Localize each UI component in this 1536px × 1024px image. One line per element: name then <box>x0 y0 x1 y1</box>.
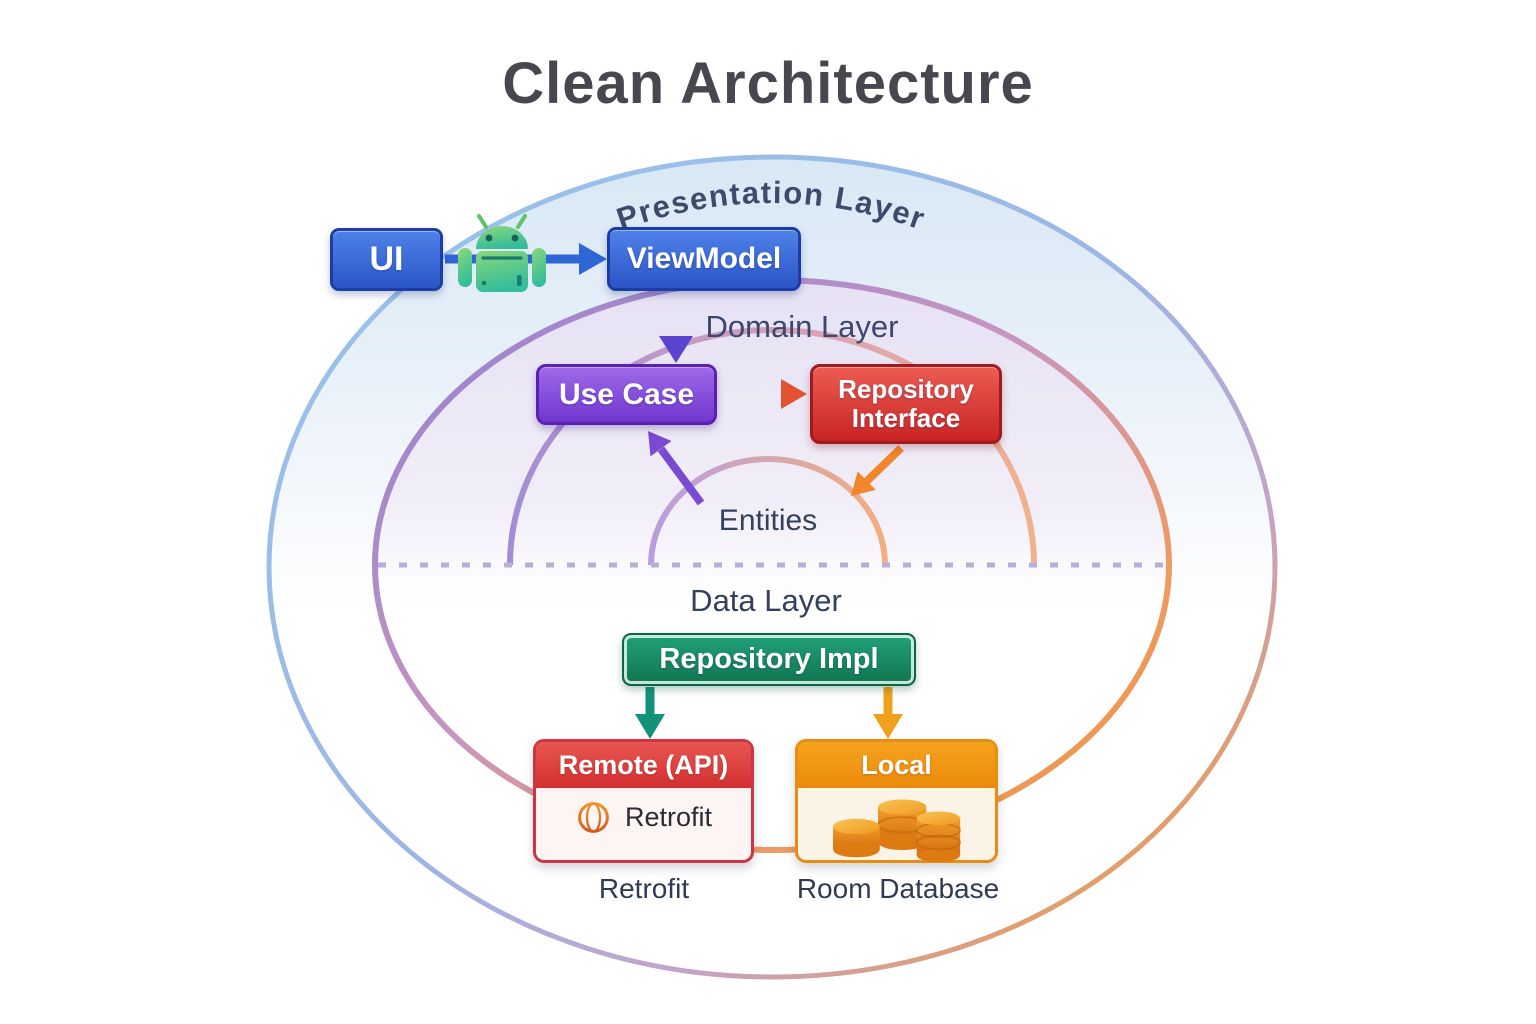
repository-interface-box: Repository Interface <box>810 364 1002 444</box>
entities-ring-arc <box>648 456 888 566</box>
arrow-repository-interface-to-entities <box>851 445 904 496</box>
use-case-box: Use Case <box>536 364 717 425</box>
remote-tech-label: Retrofit <box>624 802 713 832</box>
ui-box: UI <box>330 228 443 291</box>
data-layer-label: Data Layer <box>690 583 842 618</box>
repository-impl-box: Repository Impl <box>622 633 916 686</box>
remote-api-panel: Remote (API) Retrofit <box>533 739 754 863</box>
remote-api-body: Retrofit <box>536 790 751 836</box>
diagram-title: Clean Architecture <box>502 51 1034 116</box>
local-header: Local <box>798 742 995 790</box>
domain-layer-ring <box>372 277 1172 853</box>
entities-label: Entities <box>718 504 818 537</box>
arrow-entities-to-usecase <box>648 431 705 506</box>
room-database-caption: Room Database <box>796 873 1000 904</box>
remote-api-header: Remote (API) <box>536 742 751 790</box>
database-icon <box>833 799 962 863</box>
android-robot-icon <box>458 214 546 292</box>
arrow-viewmodel-to-usecase <box>659 293 693 363</box>
globe-icon <box>578 802 609 833</box>
inner-ring-arc <box>507 327 1037 566</box>
arrow-usecase-to-repository-interface <box>721 379 807 409</box>
arrow-repoimpl-to-local <box>873 687 903 739</box>
viewmodel-box: ViewModel <box>607 227 801 291</box>
domain-layer-label: Domain Layer <box>705 309 899 344</box>
local-panel: Local <box>795 739 998 863</box>
arrow-repoimpl-to-remote <box>635 687 665 739</box>
retrofit-caption: Retrofit <box>598 873 690 904</box>
